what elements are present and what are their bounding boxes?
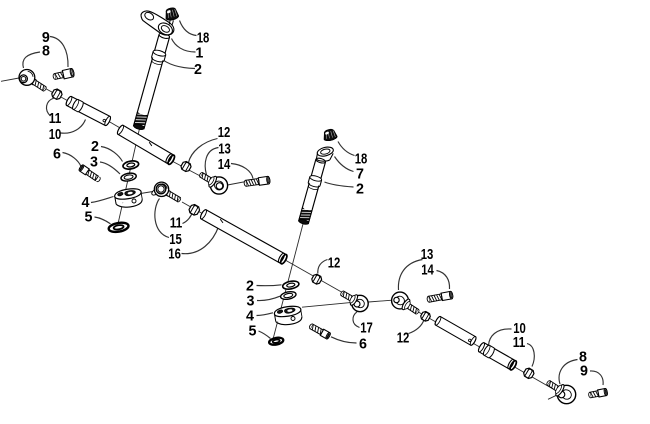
svg-text:16: 16 — [168, 247, 181, 263]
svg-text:17: 17 — [360, 321, 373, 337]
svg-text:9: 9 — [42, 30, 50, 46]
svg-text:2: 2 — [356, 182, 364, 198]
svg-text:2: 2 — [194, 62, 202, 78]
svg-text:10: 10 — [49, 127, 62, 143]
svg-text:5: 5 — [249, 324, 257, 340]
svg-text:13: 13 — [218, 141, 231, 157]
svg-text:2: 2 — [91, 139, 99, 155]
svg-text:8: 8 — [42, 44, 50, 60]
svg-text:3: 3 — [90, 155, 98, 171]
svg-text:6: 6 — [359, 337, 367, 353]
svg-text:15: 15 — [169, 232, 182, 248]
svg-text:12: 12 — [328, 256, 341, 272]
svg-text:2: 2 — [246, 279, 254, 295]
svg-text:5: 5 — [85, 210, 93, 226]
svg-text:6: 6 — [53, 147, 61, 163]
svg-text:3: 3 — [247, 294, 255, 310]
svg-text:8: 8 — [579, 350, 587, 366]
svg-text:13: 13 — [421, 247, 434, 263]
svg-text:12: 12 — [397, 331, 410, 347]
svg-text:4: 4 — [246, 309, 254, 325]
svg-text:1: 1 — [195, 45, 203, 61]
svg-text:18: 18 — [355, 152, 368, 168]
svg-text:11: 11 — [170, 216, 183, 232]
svg-text:14: 14 — [421, 263, 434, 279]
svg-text:7: 7 — [356, 167, 364, 183]
svg-text:11: 11 — [513, 335, 526, 351]
svg-text:12: 12 — [218, 125, 231, 141]
svg-text:4: 4 — [82, 195, 90, 211]
svg-text:14: 14 — [218, 157, 231, 173]
svg-text:18: 18 — [197, 31, 210, 47]
svg-text:9: 9 — [580, 364, 588, 380]
svg-text:11: 11 — [49, 111, 62, 127]
svg-text:10: 10 — [513, 321, 526, 337]
